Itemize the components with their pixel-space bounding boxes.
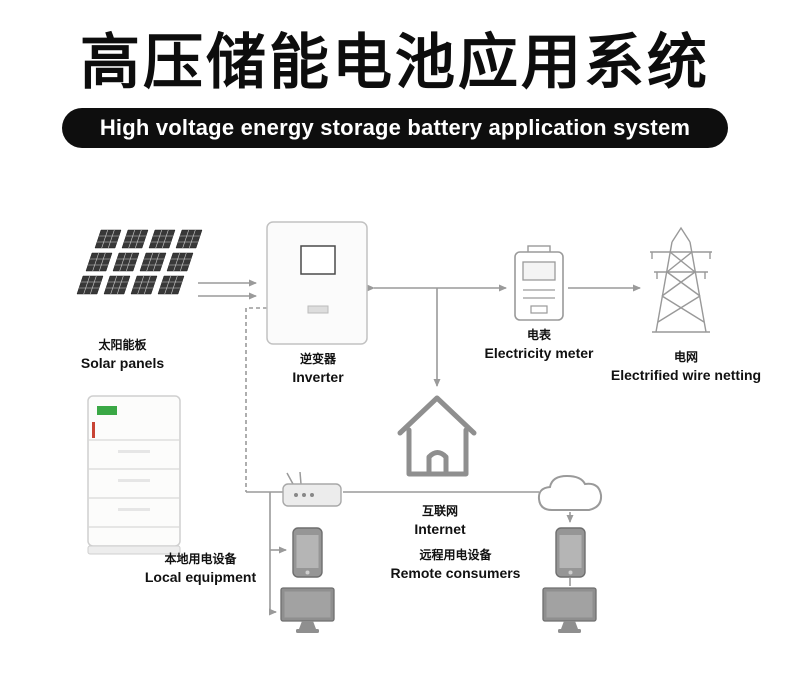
page-title: 高压储能电池应用系统 — [80, 29, 710, 96]
label-electricity-meter-en: Electricity meter — [484, 344, 594, 361]
label-solar-panels-en: Solar panels — [80, 354, 165, 371]
label-local-equipment-cn: 本地用电设备 — [164, 552, 237, 566]
label-inverter-en: Inverter — [292, 368, 344, 385]
label-internet-en: Internet — [414, 520, 466, 537]
label-grid-en: Electrified wire netting — [610, 366, 762, 383]
label-internet-cn: 互联网 — [421, 504, 458, 518]
electricity-meter-icon — [514, 245, 564, 321]
solar-panels-icon — [76, 229, 203, 295]
system-diagram: 太阳能板 Solar panels 逆变器 Inverter 电表 Electr… — [0, 188, 790, 678]
local-phone-icon — [292, 527, 323, 578]
label-grid: 电网 Electrified wire netting — [591, 350, 781, 384]
house-icon — [397, 395, 477, 477]
label-electricity-meter-cn: 电表 — [526, 328, 551, 342]
router-icon — [282, 471, 342, 507]
label-remote-consumers: 远程用电设备 Remote consumers — [373, 548, 538, 582]
label-inverter-cn: 逆变器 — [299, 352, 336, 366]
label-solar-panels: 太阳能板 Solar panels — [60, 338, 185, 372]
remote-phone-icon — [555, 527, 586, 578]
battery-logo — [92, 422, 95, 438]
label-local-equipment-en: Local equipment — [144, 568, 257, 585]
inverter-slot — [307, 305, 329, 314]
local-monitor-icon — [280, 587, 335, 633]
meter-display — [522, 261, 556, 281]
battery-display — [97, 406, 117, 415]
label-remote-consumers-en: Remote consumers — [390, 564, 521, 581]
label-grid-cn: 电网 — [673, 350, 698, 364]
label-internet: 互联网 Internet — [380, 504, 500, 538]
cloud-icon — [537, 474, 603, 511]
diagram-canvas — [76, 221, 712, 633]
transmission-tower-icon — [650, 226, 712, 333]
label-local-equipment: 本地用电设备 Local equipment — [118, 552, 283, 586]
label-solar-panels-cn: 太阳能板 — [98, 338, 147, 352]
label-inverter: 逆变器 Inverter — [258, 352, 378, 386]
inverter-icon — [266, 221, 368, 345]
label-electricity-meter: 电表 Electricity meter — [459, 328, 619, 362]
remote-monitor-icon — [542, 587, 597, 633]
flow-arrows — [198, 279, 641, 616]
label-remote-consumers-cn: 远程用电设备 — [419, 548, 492, 562]
subtitle-pill: High voltage energy storage battery appl… — [61, 108, 729, 148]
battery-stack-icon — [87, 395, 181, 555]
inverter-screen — [300, 245, 336, 275]
